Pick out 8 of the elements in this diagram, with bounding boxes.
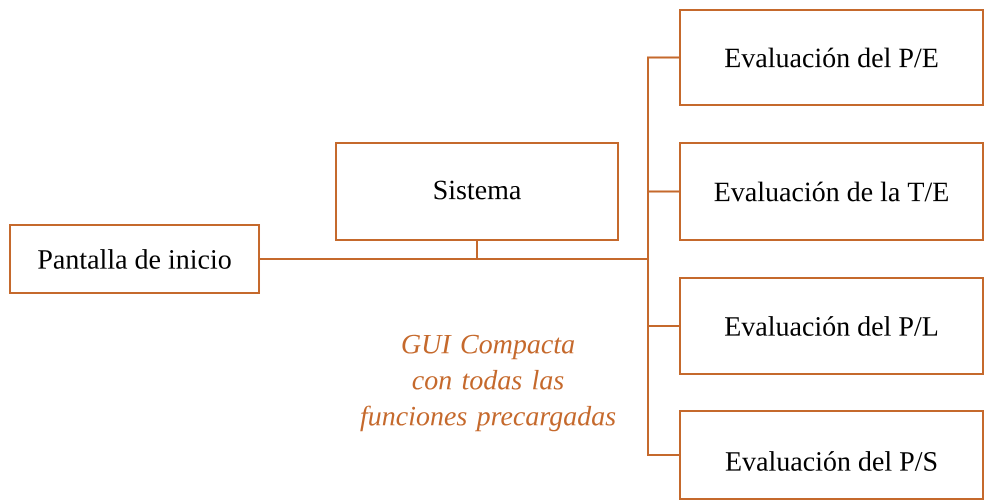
process-box: Sistema (335, 142, 619, 241)
process-box: Pantalla de inicio (9, 224, 260, 294)
note-text: GUI Compacta con todas las funciones precargadas (360, 334, 616, 432)
process-box: Evaluación de la T/E (679, 142, 984, 241)
process-box: Evaluación del P/L (679, 277, 984, 375)
process-box: Evaluación del P/E (679, 9, 984, 106)
connector-line (260, 258, 679, 456)
process-box: Evaluación del P/S (679, 410, 984, 500)
